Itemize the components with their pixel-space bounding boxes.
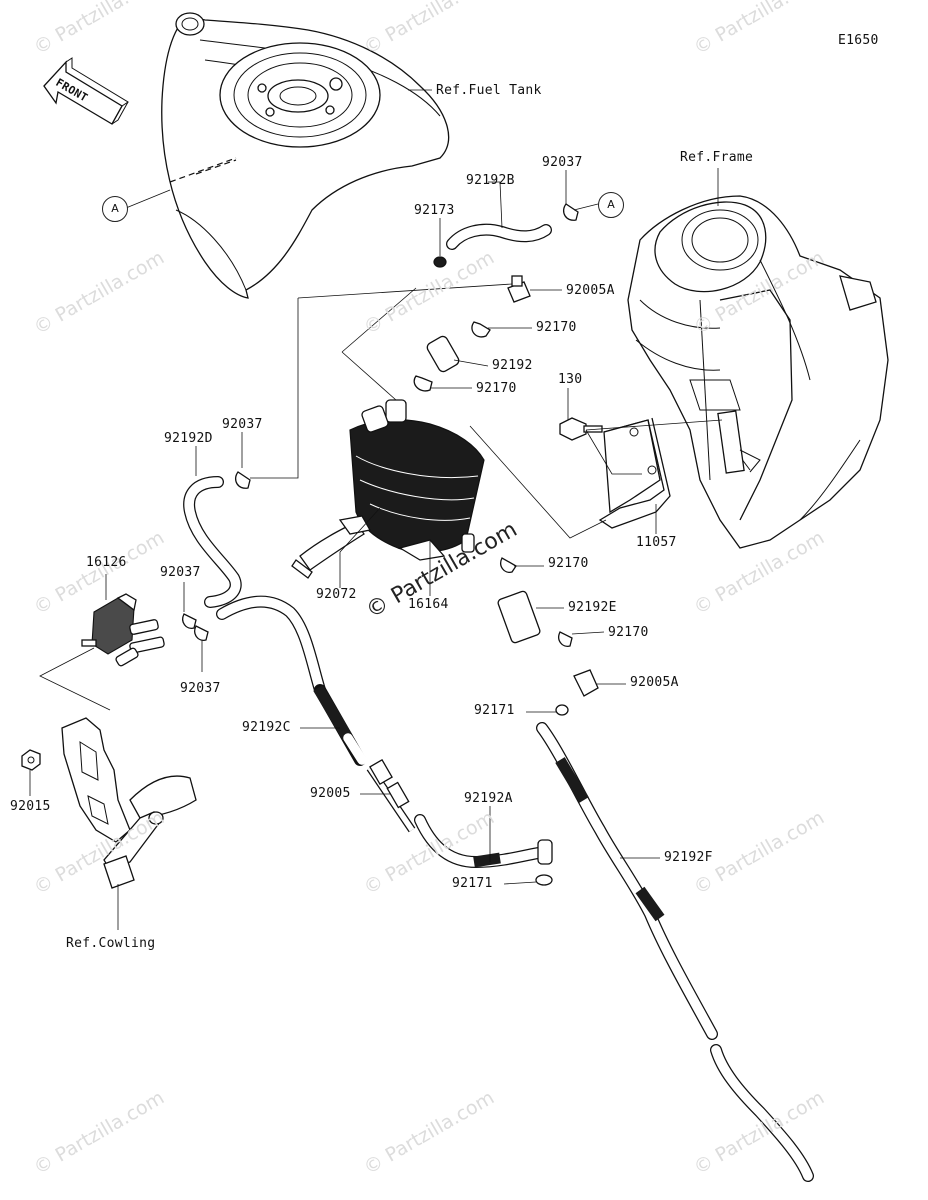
leader-lines [29, 89, 723, 930]
canister-16164 [349, 399, 485, 561]
bolt-130 [559, 417, 603, 441]
ref-frame: Ref.Frame [680, 150, 754, 165]
part-label-92037: 92037 [222, 417, 263, 432]
part-label-92171: 92171 [452, 876, 493, 891]
part-label-92192D: 92192D [164, 431, 213, 446]
part-label-92072: 92072 [316, 587, 357, 602]
callout-a-right: A [598, 192, 624, 218]
bracket-11057 [598, 417, 671, 529]
diagram-code: E1650 [838, 33, 879, 48]
part-label-16126: 16126 [86, 555, 127, 570]
part-label-92005: 92005 [310, 786, 351, 801]
ref-cowling: Ref.Cowling [66, 936, 156, 951]
part-label-92037: 92037 [180, 681, 221, 696]
hoses [183, 223, 814, 1182]
part-label-92170: 92170 [548, 556, 589, 571]
part-label-92170: 92170 [476, 381, 517, 396]
part-label-92037: 92037 [542, 155, 583, 170]
part-label-92192E: 92192E [568, 600, 617, 615]
part-label-130: 130 [558, 372, 583, 387]
part-label-92170: 92170 [536, 320, 577, 335]
callout-a-left: A [102, 196, 128, 222]
part-label-92170: 92170 [608, 625, 649, 640]
frame-ref [627, 195, 889, 549]
part-label-92192C: 92192C [242, 720, 291, 735]
part-label-92005A: 92005A [566, 283, 615, 298]
part-label-92005A: 92005A [630, 675, 679, 690]
part-label-92192: 92192 [492, 358, 533, 373]
part-label-11057: 11057 [636, 535, 677, 550]
fittings [182, 203, 599, 886]
front-arrow-icon [43, 57, 129, 125]
part-label-92037: 92037 [160, 565, 201, 580]
ref-fuel-tank: Ref.Fuel Tank [436, 83, 542, 98]
part-label-92192A: 92192A [464, 791, 513, 806]
part-label-92173: 92173 [414, 203, 455, 218]
cowling-bracket-ref [21, 717, 197, 889]
strap-92072 [291, 515, 372, 579]
fuel-tank-ref [161, 12, 450, 299]
part-label-92192F: 92192F [664, 850, 713, 865]
part-label-16164: 16164 [408, 597, 449, 612]
part-label-92015: 92015 [10, 799, 51, 814]
part-label-92171: 92171 [474, 703, 515, 718]
part-label-92192B: 92192B [466, 173, 515, 188]
valve-16126 [81, 593, 165, 667]
